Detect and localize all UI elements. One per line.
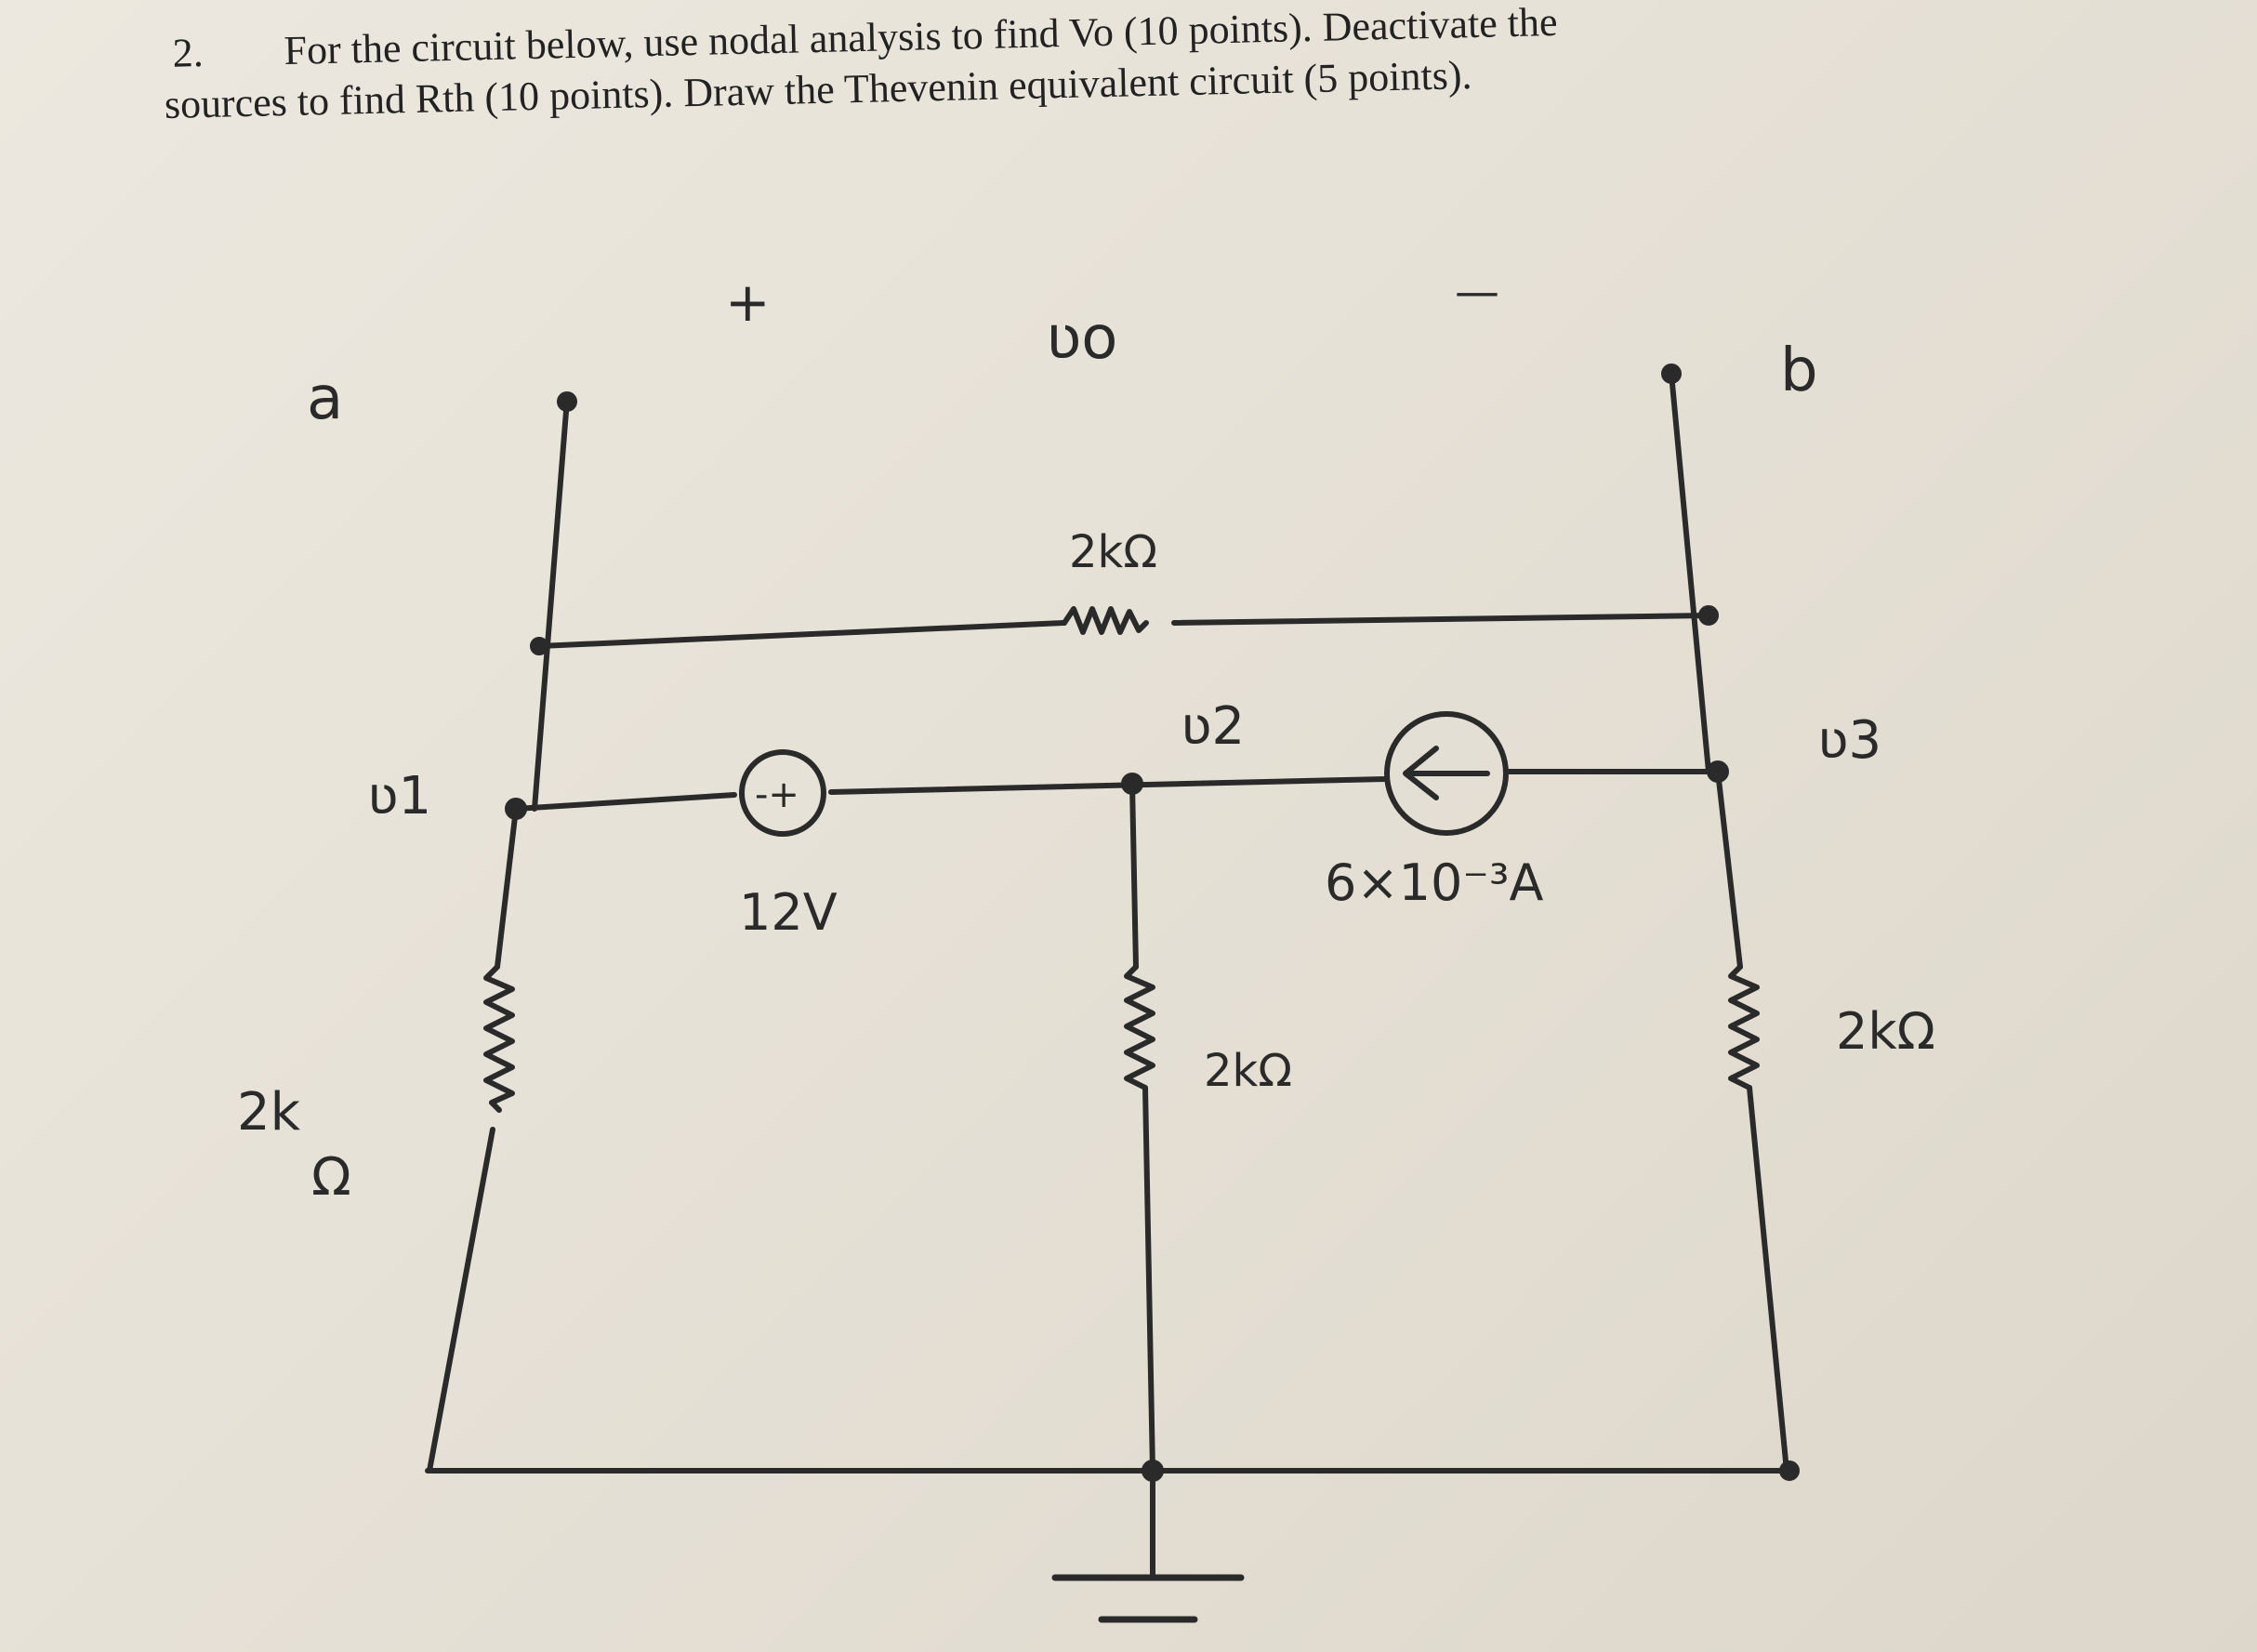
current-source-label: 6×10⁻³A <box>1325 853 1543 912</box>
top-resistor-label: 2kΩ <box>1069 526 1157 578</box>
wire-a-to-v1 <box>532 397 570 812</box>
middle-resistor-zigzag <box>1124 964 1155 1090</box>
voltage-source-circle <box>739 749 826 837</box>
node-v1-label: ʋ1 <box>367 766 431 826</box>
node-v2-label: ʋ2 <box>1181 696 1245 757</box>
right-branch-wire-top <box>1715 769 1743 970</box>
top-left-junction <box>530 637 548 655</box>
terminal-b-label: b <box>1780 337 1818 405</box>
left-branch-wire-top <box>495 806 519 970</box>
right-branch-wire-bottom <box>1747 1085 1789 1474</box>
middle-resistor-label: 2kΩ <box>1204 1045 1292 1097</box>
left-branch-wire-bottom <box>427 1127 495 1474</box>
middle-branch-wire-bottom <box>1142 1085 1155 1474</box>
voltage-source-symbol: -+ <box>755 773 799 816</box>
left-resistor-label-bottom: Ω <box>311 1147 351 1208</box>
top-wire-right <box>1171 613 1711 626</box>
voltage-source-label: 12V <box>739 883 838 942</box>
left-resistor-label-top: 2k <box>237 1082 301 1143</box>
right-resistor-label: 2kΩ <box>1836 1002 1935 1061</box>
right-resistor-zigzag <box>1728 964 1760 1090</box>
middle-branch-wire-top <box>1129 781 1139 970</box>
minus-label: — <box>1455 266 1499 318</box>
top-right-junction <box>1698 605 1719 626</box>
terminal-a-label: a <box>307 364 343 433</box>
current-arrow-head <box>1403 746 1439 800</box>
terminal-b-dot <box>1661 363 1682 384</box>
terminal-a-dot <box>557 391 577 412</box>
wire-source-to-current-source <box>828 776 1388 795</box>
top-wire-left <box>536 620 1067 649</box>
node-v3-label: ʋ3 <box>1817 710 1881 771</box>
bottom-right-junction <box>1779 1460 1800 1481</box>
top-resistor-zigzag <box>1062 606 1149 635</box>
vo-label: ʋo <box>1046 304 1117 373</box>
plus-label: + <box>725 271 771 334</box>
wire-v1-to-source <box>513 792 737 812</box>
wire-b-to-v3 <box>1669 371 1711 774</box>
left-resistor-zigzag <box>483 964 515 1113</box>
